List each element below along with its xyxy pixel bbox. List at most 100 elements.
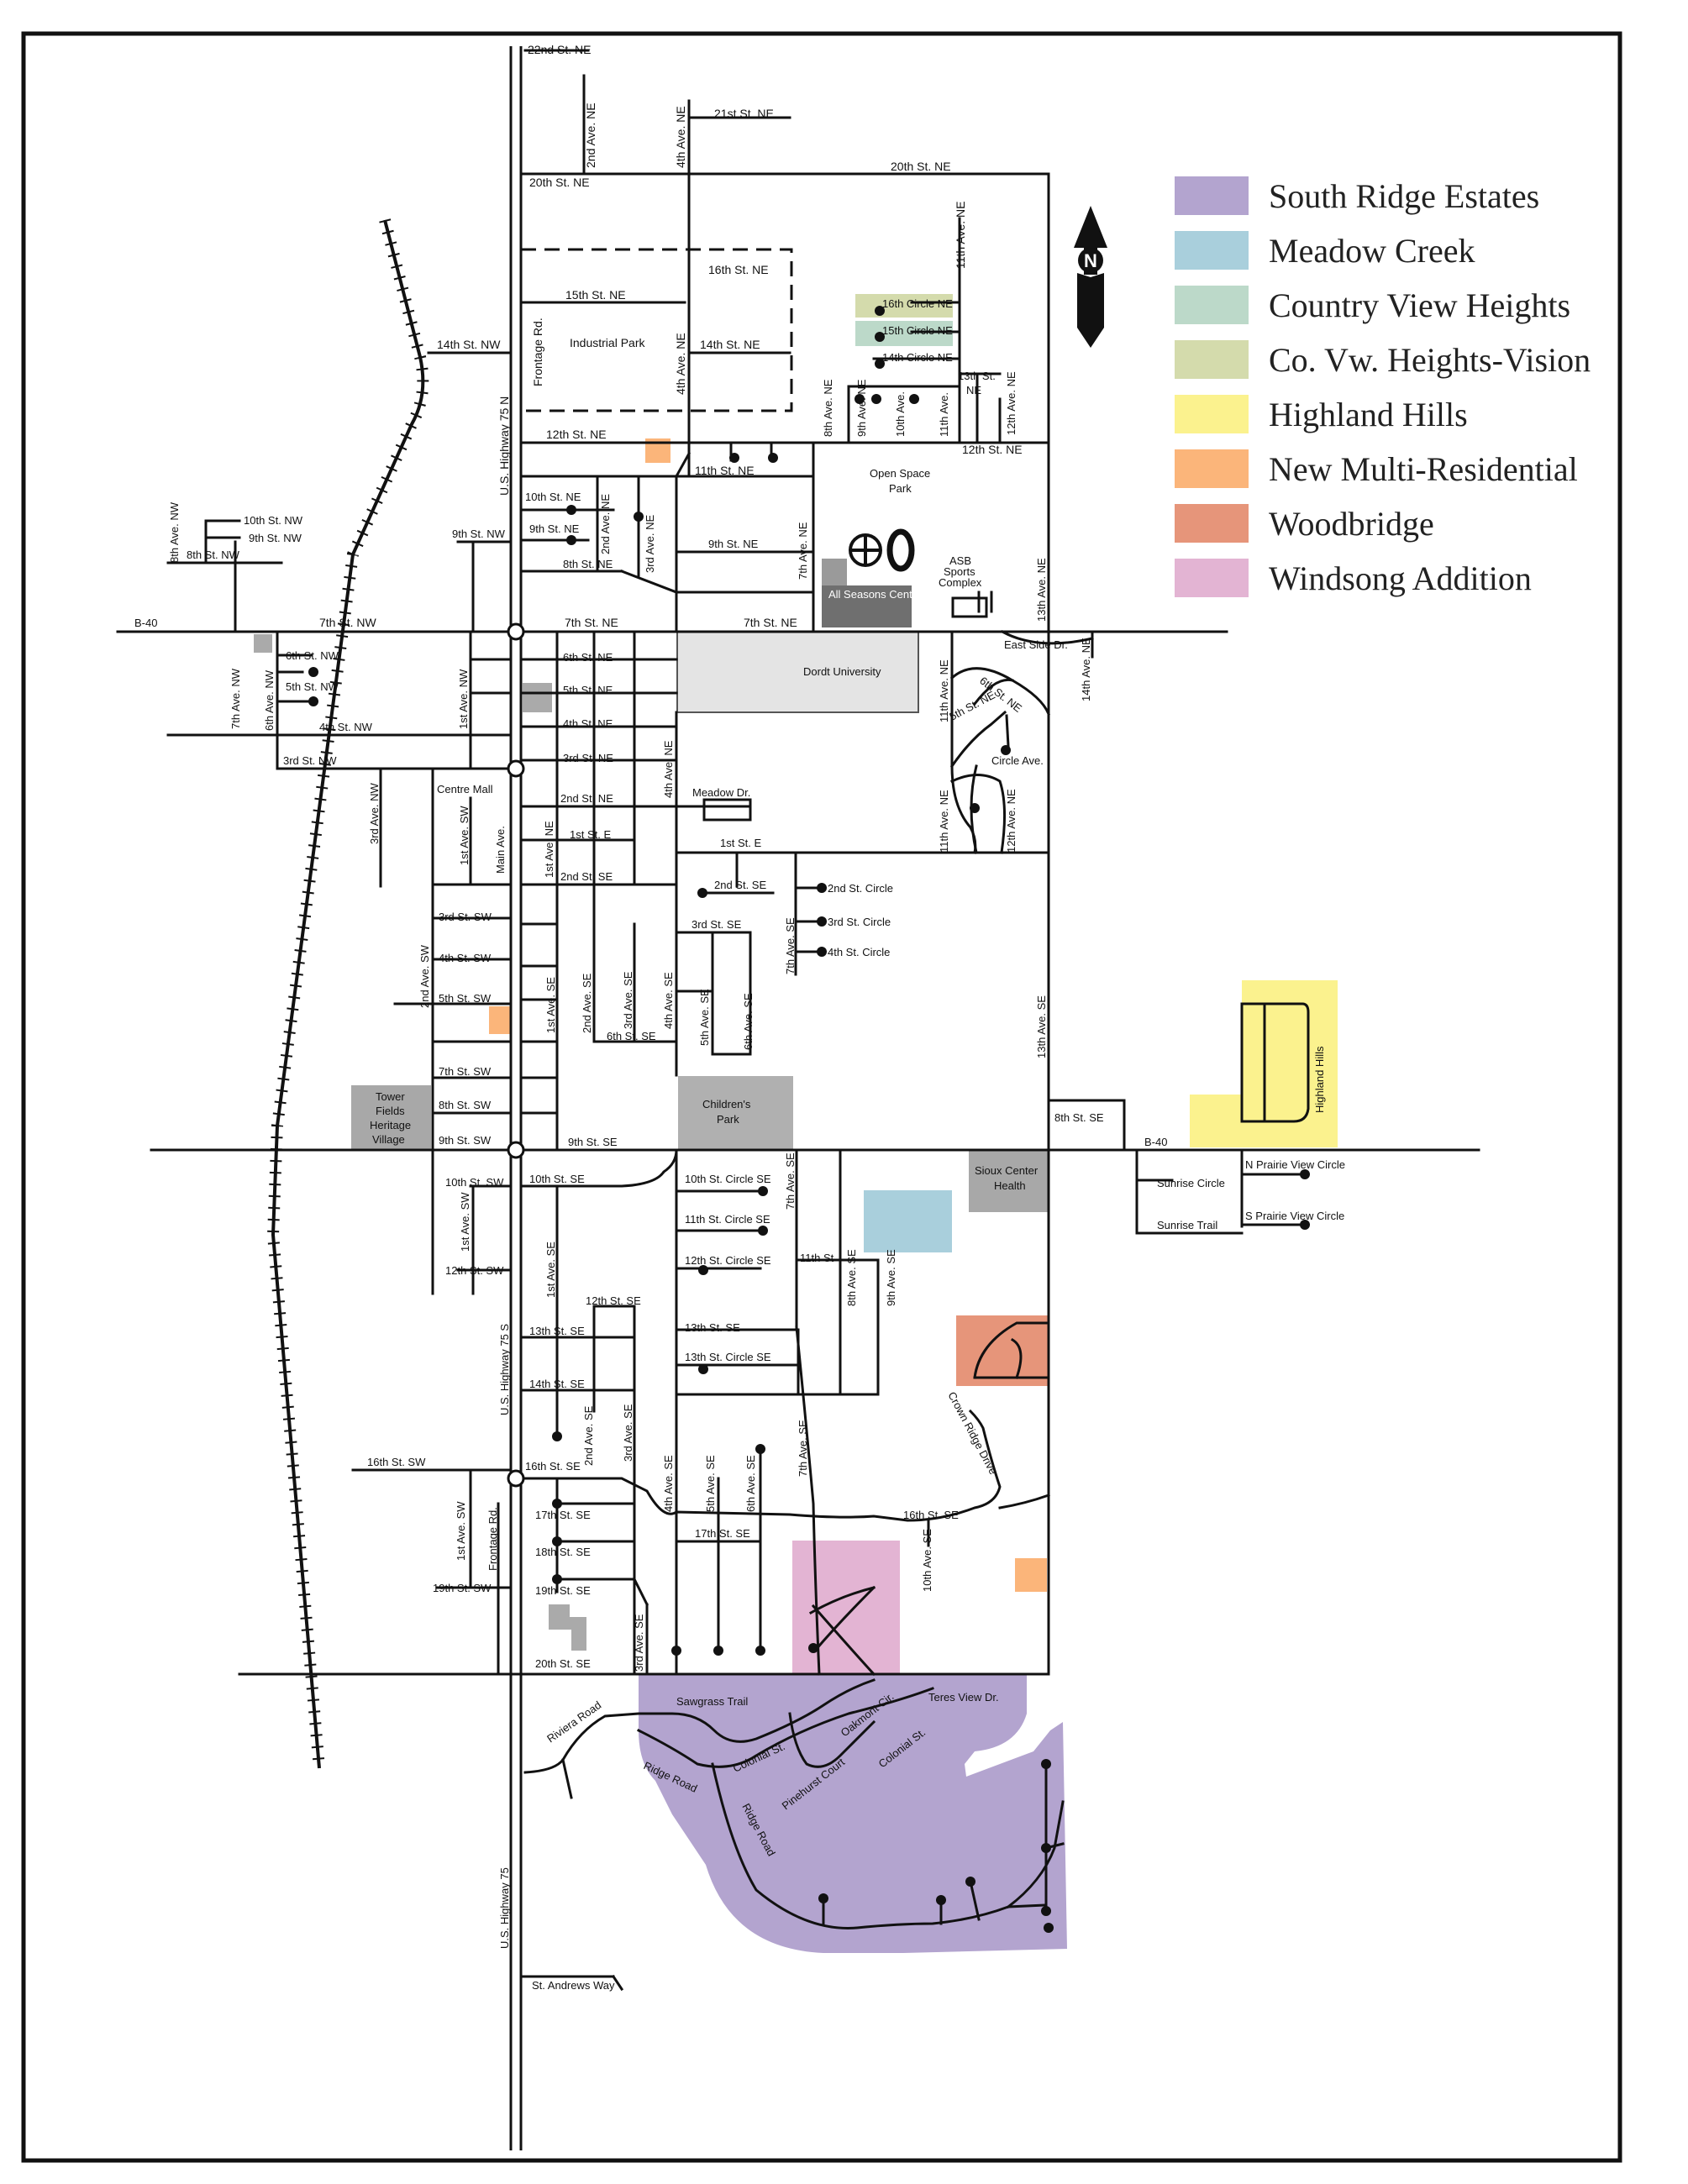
label-1st-ave-ne: 1st Ave. NE [543, 821, 555, 878]
label-1st-ave-se-s: 1st Ave. SE [544, 1242, 557, 1298]
label-dordt-university: Dordt University [803, 665, 881, 678]
label-11th-ave-ne-c: 11th Ave. NE [938, 659, 950, 722]
legend-swatch [1175, 449, 1249, 488]
label-9th-st-se: 9th St. SE [568, 1136, 618, 1148]
label-2nd-st-se: 2nd St. SE [714, 879, 766, 891]
legend-label: Meadow Creek [1269, 232, 1475, 270]
label-2nd-st-circle: 2nd St. Circle [828, 882, 893, 895]
label-11th-ave-ne-s: 11th Ave. NE [938, 790, 950, 853]
label-st-andrews-way: St. Andrews Way [532, 1979, 615, 1992]
label-1st-st-e-w: 1st St. E [570, 828, 611, 841]
street-labels: 22nd St. NE 21st St. NE 20th St. NE 20th… [134, 43, 1345, 1992]
label-b40-w: B-40 [134, 617, 157, 629]
label-4th-ave-ne-c: 4th Ave. NE [662, 740, 675, 798]
legend-label: South Ridge Estates [1269, 177, 1539, 215]
label-10th-st-sw: 10th St. SW [445, 1176, 504, 1189]
label-12th-st-sw: 12th St. SW [445, 1264, 504, 1277]
label-9th-st-nw: 9th St. NW [249, 532, 302, 544]
label-village: Village [372, 1133, 405, 1146]
label-1st-ave-sw-ss: 1st Ave. SW [455, 1501, 467, 1561]
label-2nd-ave-ne-b: 2nd Ave. NE [599, 494, 612, 554]
label-7th-ave-se-n: 7th Ave. SE [784, 917, 797, 974]
label-11th-st-ne: 11th St. NE [695, 464, 755, 477]
label-1st-ave-sw-s: 1st Ave. SW [459, 1192, 471, 1252]
label-asb: ASB [949, 554, 971, 567]
label-1st-ave-se: 1st Ave. SE [544, 977, 557, 1033]
label-frontage-rd-s: Frontage Rd. [486, 1507, 499, 1571]
label-8th-ave-se: 8th Ave. SE [845, 1249, 858, 1306]
label-3rd-st-circle: 3rd St. Circle [828, 916, 891, 928]
building-5th-st [523, 683, 552, 712]
area-co-vw-heights-vision [855, 294, 953, 318]
label-8th-st-ne: 8th St. NE [563, 558, 613, 570]
label-17th-st-se-b: 17th St. SE [695, 1527, 750, 1540]
label-22nd-st-ne: 22nd St. NE [528, 43, 592, 56]
label-3rd-st-nw: 3rd St. NW [283, 754, 337, 767]
all-seasons-center [822, 585, 912, 627]
label-health: Health [994, 1179, 1026, 1192]
label-16th-st-ne: 16th St. NE [708, 263, 769, 276]
label-10th-ave-se: 10th Ave. SE [921, 1529, 933, 1592]
label-6th-st-nw: 6th St. NW [286, 649, 339, 662]
legend-swatch [1175, 395, 1249, 433]
label-teres-view-dr: Teres View Dr. [928, 1691, 999, 1704]
label-13th-st-circle-se: 13th St. Circle SE [685, 1351, 771, 1363]
roads [116, 46, 1480, 2150]
label-8th-st-se: 8th St. SE [1054, 1111, 1104, 1124]
label-13th-st-se: 13th St. SE [685, 1321, 740, 1334]
label-main-ave: Main Ave. [494, 826, 507, 874]
label-1st-ave-nw: 1st Ave. NW [457, 669, 470, 729]
label-11th-st-circle-se: 11th St. Circle SE [685, 1213, 770, 1226]
label-5th-st-ne: 5th St. NE [563, 684, 613, 696]
label-open-space-park: Park [889, 482, 912, 495]
label-childrens-park: Park [717, 1113, 739, 1126]
industrial-park-boundary [519, 248, 793, 412]
label-4th-ave-ne-ip: 4th Ave. NE [674, 333, 687, 395]
label-9th-st-nw-b: 9th St. NW [452, 528, 506, 540]
label-4th-ave-se-s: 4th Ave. SE [662, 1455, 675, 1512]
label-6th-st-ne: 6th St. NE [563, 651, 613, 664]
label-4th-ave-ne-n: 4th Ave. NE [674, 106, 687, 168]
label-14th-ave-ne: 14th Ave. NE [1080, 638, 1092, 701]
label-5th-st-nw: 5th St. NW [286, 680, 339, 693]
label-tower: Tower [376, 1090, 405, 1103]
area-meadow-creek [864, 1190, 952, 1252]
dordt-university [676, 631, 919, 713]
label-7th-st-nw: 7th St. NW [319, 616, 376, 629]
label-11th-st: 11th St [800, 1252, 834, 1264]
label-5th-st-sw: 5th St. SW [439, 992, 492, 1005]
label-4th-ave-se: 4th Ave. SE [662, 972, 675, 1029]
label-frontage-rd-n: Frontage Rd. [531, 318, 544, 386]
label-5th-ave-se-s: 5th Ave. SE [704, 1455, 717, 1512]
label-circle-ave: Circle Ave. [991, 754, 1044, 767]
label-1st-st-e: 1st St. E [720, 837, 761, 849]
legend-swatch [1175, 286, 1249, 324]
label-7th-ave-nw: 7th Ave. NW [229, 668, 242, 729]
label-13th-st-ne-b: NE [966, 384, 981, 396]
label-highland-hills: Highland Hills [1313, 1046, 1326, 1113]
label-11th-ave: 11th Ave. [938, 392, 950, 437]
label-8th-ave-nw: 8th Ave. NW [168, 501, 181, 563]
label-9th-st-ne: 9th St. NE [529, 522, 580, 535]
label-9th-ave-se: 9th Ave. SE [885, 1249, 897, 1306]
all-seasons-icon [849, 528, 915, 572]
label-12th-st-circle-se: 12th St. Circle SE [685, 1254, 771, 1267]
legend-swatch [1175, 231, 1249, 270]
label-6th-st-se: 6th St. SE [607, 1030, 656, 1042]
label-fields: Fields [376, 1105, 405, 1117]
label-9th-st-sw: 9th St. SW [439, 1134, 492, 1147]
label-7th-ave-se-ss: 7th Ave. SE [797, 1420, 809, 1477]
label-3rd-st-sw: 3rd St. SW [439, 911, 492, 923]
label-us-hwy-75: U.S. Highway 75 [498, 1867, 511, 1949]
label-13th-ave-ne: 13th Ave. NE [1035, 558, 1048, 622]
label-16th-st-sw: 16th St. SW [367, 1456, 426, 1468]
legend-swatch [1175, 559, 1249, 597]
label-3rd-ave-ne: 3rd Ave. NE [644, 515, 656, 573]
label-childrens: Children's [702, 1098, 751, 1110]
label-18th-st-se: 18th St. SE [535, 1546, 591, 1558]
label-8th-st-nw: 8th St. NW [187, 549, 240, 561]
legend-label: Windsong Addition [1269, 559, 1532, 597]
label-7th-ave-ne: 7th Ave. NE [797, 522, 809, 580]
colored-areas [489, 294, 1338, 1953]
compass-label: N [1084, 250, 1097, 271]
